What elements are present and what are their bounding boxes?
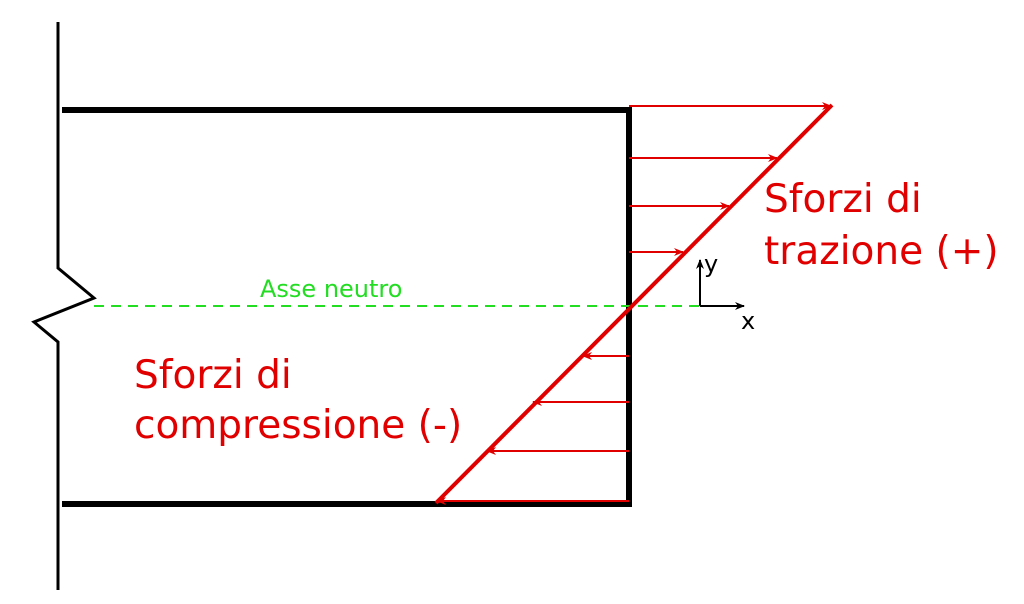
neutral-axis-label: Asse neutro xyxy=(260,275,402,303)
y-axis-label: y xyxy=(704,250,718,278)
compression-label-line1: Sforzi di xyxy=(134,353,292,398)
break-line xyxy=(31,22,97,590)
tension-label-line1: Sforzi di xyxy=(764,177,922,222)
tension-label-line2: trazione (+) xyxy=(764,229,999,274)
compression-label-line2: compressione (-) xyxy=(134,403,462,448)
stress-distribution-line xyxy=(434,103,834,505)
x-axis-label: x xyxy=(741,307,755,335)
